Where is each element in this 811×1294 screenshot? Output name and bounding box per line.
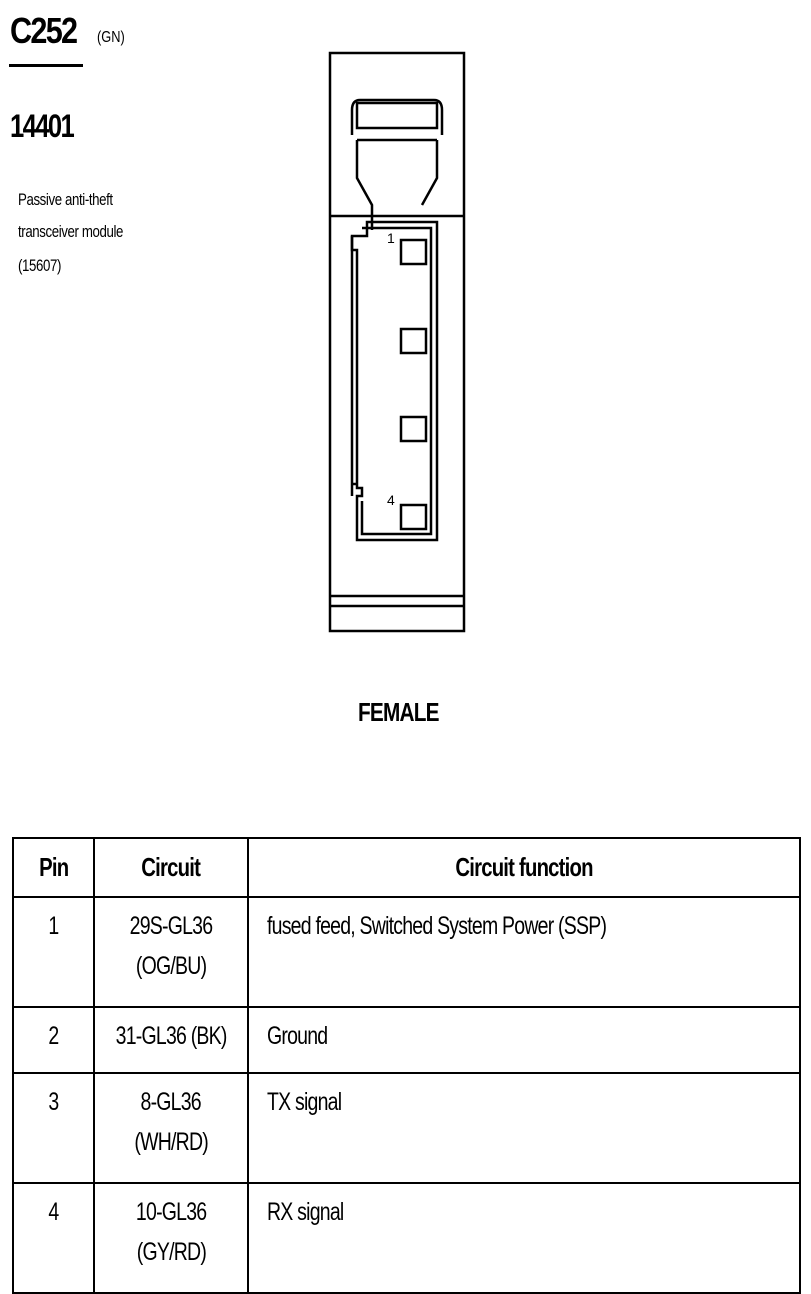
header-circuit: Circuit (93, 837, 249, 898)
cell-circuit-function: TX signal (247, 1072, 801, 1184)
part-number: 14401 (10, 108, 75, 144)
terminal-cavities (399, 238, 428, 531)
table-header-row: Pin Circuit Circuit function (12, 837, 801, 898)
module-description-line-3: (15607) (18, 256, 61, 275)
module-description-line-2: transceiver module (18, 222, 124, 241)
title-underline (9, 64, 83, 67)
latch-left-slope (355, 140, 374, 230)
cavity-inner-outline (360, 226, 433, 536)
latch-cap (350, 98, 444, 135)
header-circuit-function: Circuit function (247, 837, 801, 898)
cell-circuit: 10-GL36 (GY/RD) (93, 1182, 249, 1294)
terminal-cavity-pin-1 (399, 238, 428, 266)
cell-circuit-function: Ground (247, 1006, 801, 1074)
pin-label-4: 4 (387, 492, 395, 508)
terminal-cavity-pin-3 (399, 415, 428, 443)
module-description-line-1: Passive anti-theft (18, 190, 113, 209)
table-row: 1 29S-GL36 (OG/BU) fused feed, Switched … (12, 896, 801, 1008)
latch-top-outline (355, 101, 439, 130)
connector-gender-label: FEMALE (358, 697, 440, 727)
cell-pin: 2 (12, 1006, 95, 1074)
cell-pin: 4 (12, 1182, 95, 1294)
cell-pin: 1 (12, 896, 95, 1008)
cell-circuit: 8-GL36 (WH/RD) (93, 1072, 249, 1184)
table-row: 3 8-GL36 (WH/RD) TX signal (12, 1072, 801, 1184)
connector-housing (328, 51, 466, 633)
table-row: 2 31-GL36 (BK) Ground (12, 1006, 801, 1074)
pin-table: Pin Circuit Circuit function 1 29S-GL36 … (12, 837, 801, 1294)
cell-circuit: 29S-GL36 (OG/BU) (93, 896, 249, 1008)
header-pin: Pin (12, 837, 95, 898)
latch-right-slope (420, 140, 439, 206)
cell-circuit-function: RX signal (247, 1182, 801, 1294)
connector-color: (GN) (97, 29, 125, 46)
connector-id: C252 (10, 10, 78, 51)
cell-circuit: 31-GL36 (BK) (93, 1006, 249, 1074)
connector-outer-housing (328, 51, 466, 633)
pin-label-1: 1 (387, 230, 395, 246)
cell-pin: 3 (12, 1072, 95, 1184)
cell-circuit-function: fused feed, Switched System Power (SSP) (247, 896, 801, 1008)
table-row: 4 10-GL36 (GY/RD) RX signal (12, 1182, 801, 1294)
terminal-cavity-pin-4 (399, 503, 428, 531)
terminal-cavity-pin-2 (399, 327, 428, 355)
connector-face-diagram: 1 4 (328, 51, 466, 633)
